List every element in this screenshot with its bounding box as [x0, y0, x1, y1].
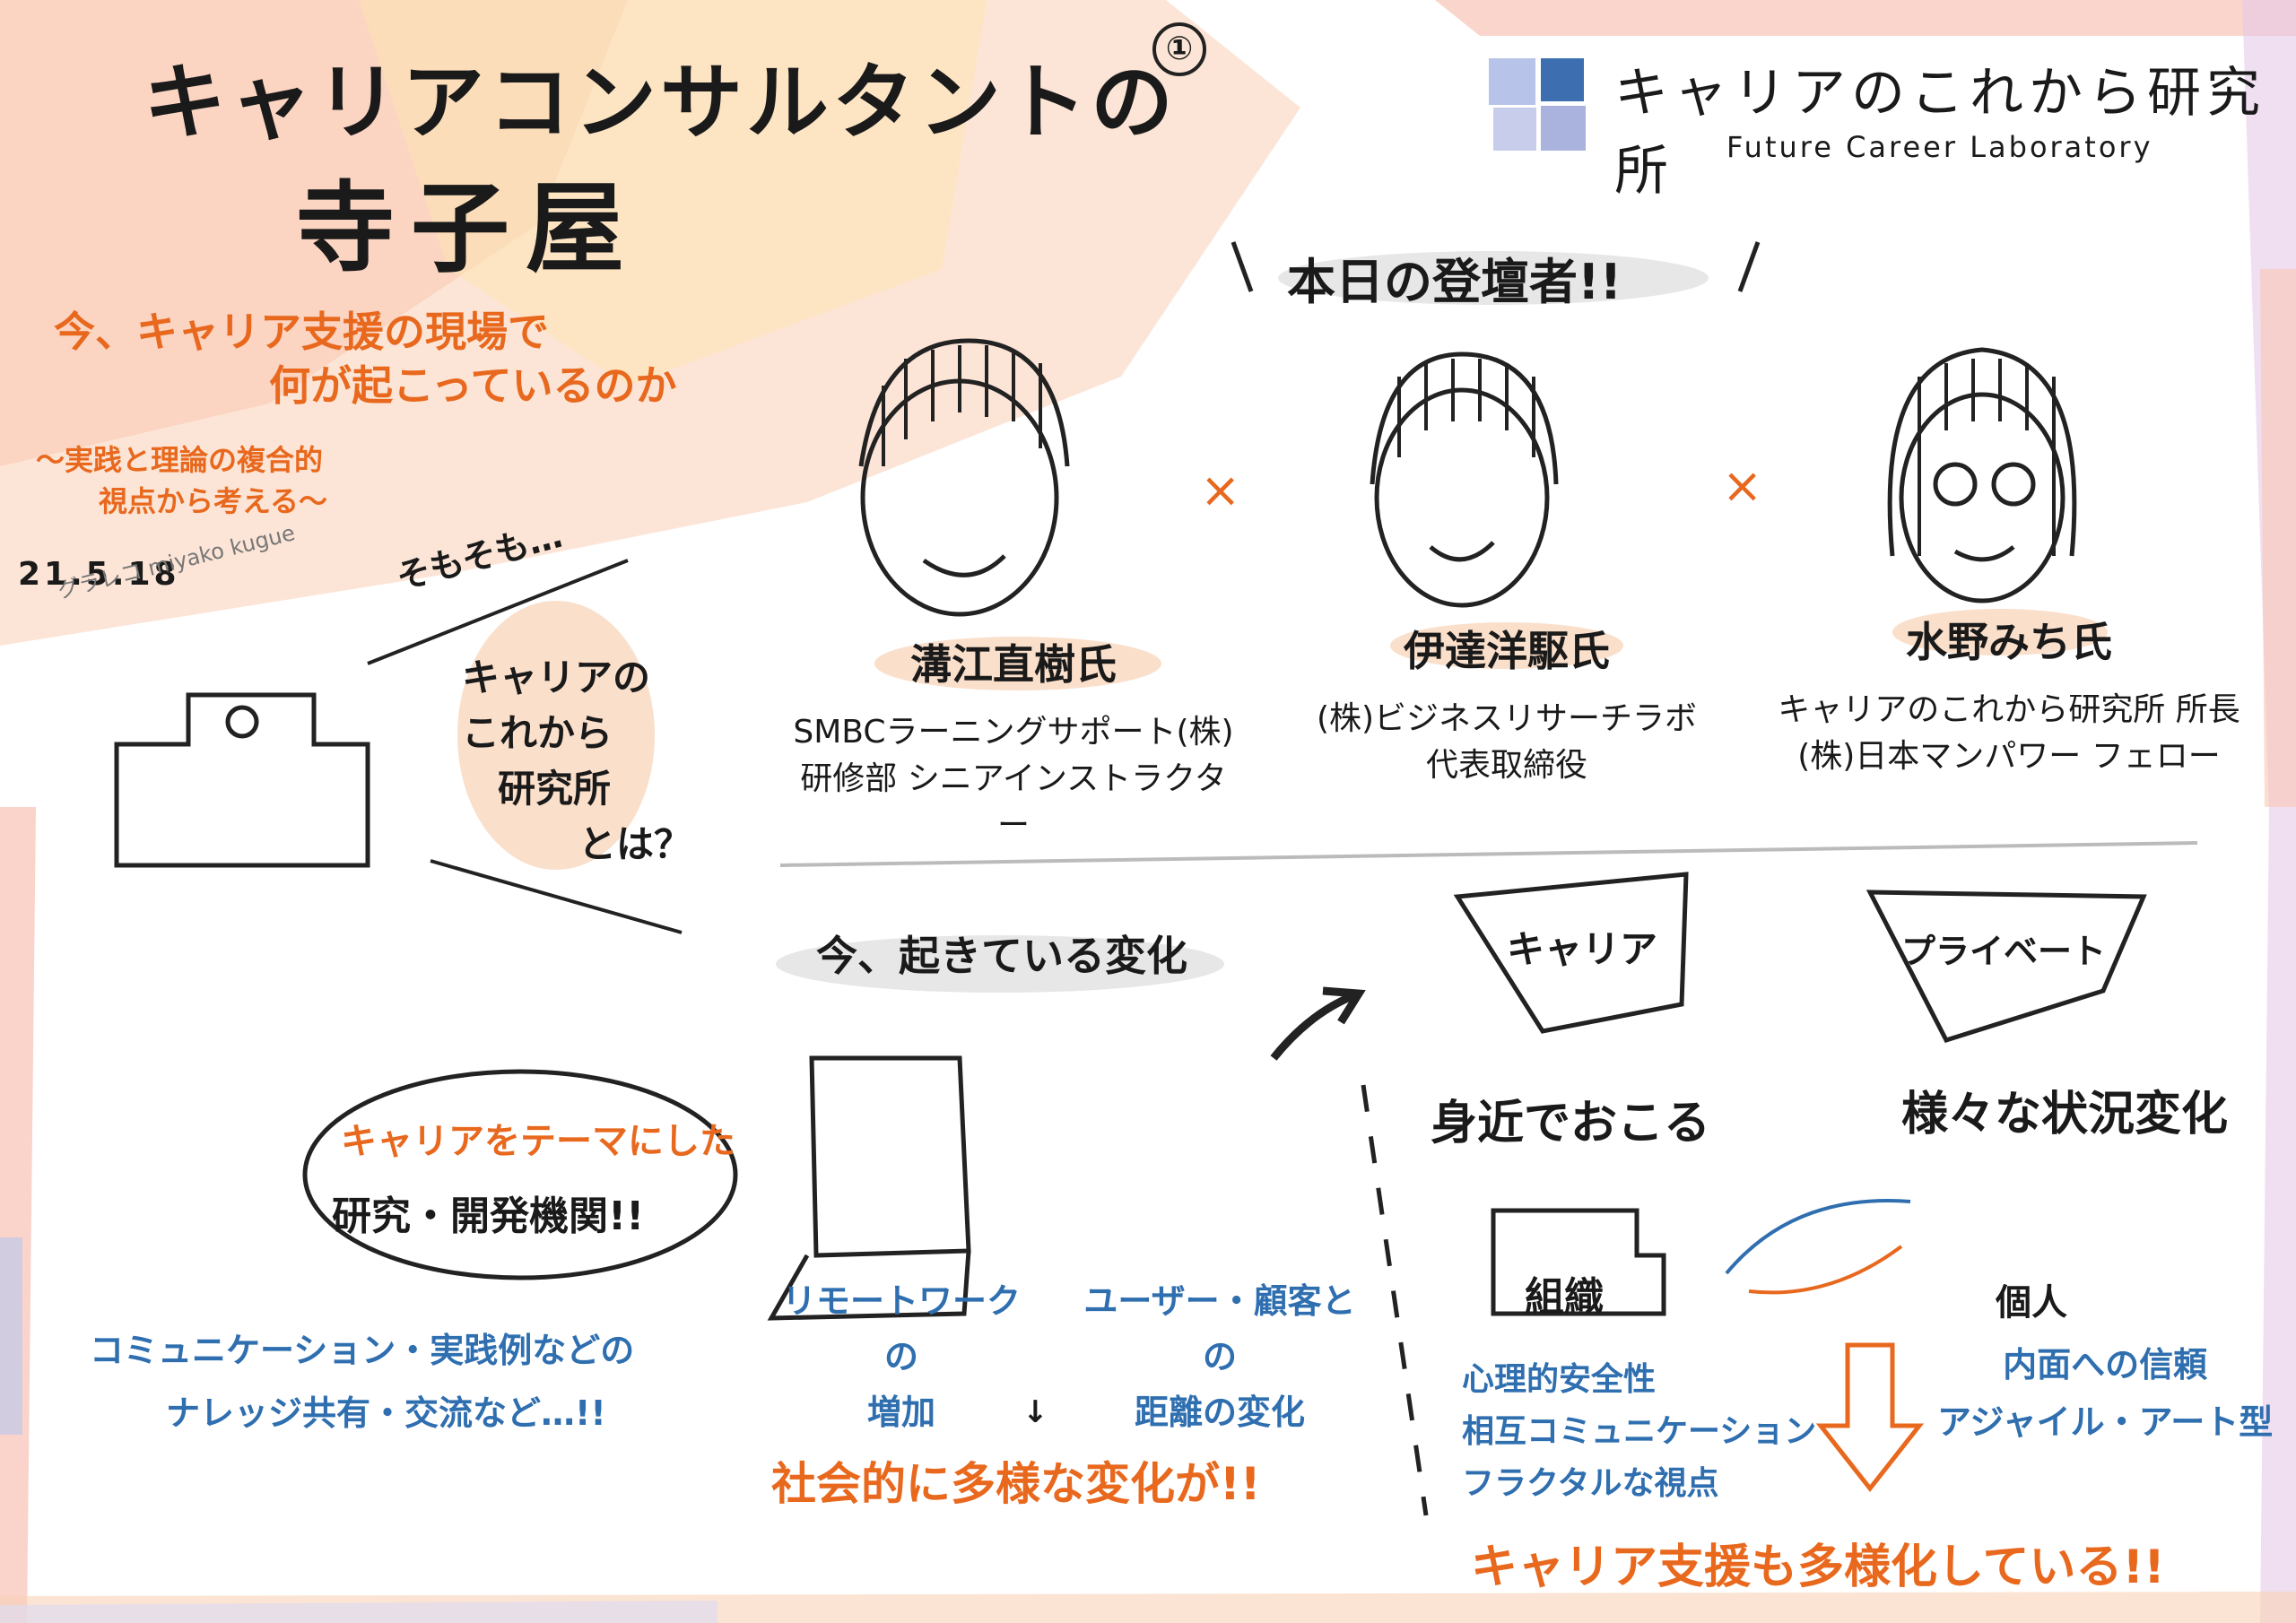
logo-name: キャリアのこれから研究所	[1614, 62, 2266, 203]
subtitle-line3: ～実践と理論の複合的	[36, 443, 324, 477]
indiv-point: アジャイル・アート型	[1937, 1402, 2274, 1442]
speaker-name: 伊達洋駆氏	[1404, 627, 1610, 675]
page-title: キャリアコンサルタントの	[144, 55, 1178, 151]
org-point: フラクタルな視点	[1462, 1465, 1719, 1502]
individual-points: 内面への信頼 アジャイル・アート型	[1937, 1336, 2273, 1451]
subtitle: 今、キャリア支援の現場で 何が起こっているのか	[54, 305, 676, 412]
intro-bubble-line: とは？	[578, 822, 692, 866]
down-arrow-icon: ↓	[1022, 1394, 1048, 1430]
subtitle-line1: 今、キャリア支援の現場で	[54, 308, 549, 356]
intro-activity-line1: コミュニケーション・実践例などの	[90, 1331, 635, 1370]
remote-work-label: リモートワークの 増加	[771, 1273, 1031, 1440]
speaker-org: (株)ビジネスリサーチラボ	[1316, 700, 1698, 737]
speaker-card-3: 水野みち氏 キャリアのこれから研究所 所長 (株)日本マンパワー フェロー	[1758, 610, 2260, 780]
remote-line1: リモートワークの	[781, 1281, 1021, 1376]
intro-answer-line2: 研究・開発機関!!	[332, 1193, 645, 1239]
speaker-name: 溝江直樹氏	[910, 640, 1117, 689]
career-tag: キャリア	[1507, 927, 1658, 971]
date: 21.5.18	[18, 556, 180, 593]
remote-line2: 増加	[866, 1393, 935, 1432]
speaker-org: SMBCラーニングサポート(株)	[793, 714, 1234, 751]
speaker-org: キャリアのこれから研究所 所長	[1778, 691, 2240, 728]
changes-result: 社会的に多様な変化が!!	[771, 1458, 1261, 1510]
page-number: ①	[1152, 22, 1206, 76]
speaker-role: 代表取締役	[1425, 747, 1587, 784]
intro-activity-line2: ナレッジ共有・交流など…!!	[166, 1393, 606, 1433]
speaker-role: 研修部 シニアインストラクター	[800, 760, 1227, 844]
org-label: 組織	[1525, 1274, 1604, 1320]
times-mark-1: ×	[1200, 462, 1241, 518]
individual-label: 個人	[1996, 1282, 2067, 1324]
subtitle-note: ～実践と理論の複合的 視点から考える～	[36, 439, 327, 522]
subtitle-line2: 何が起こっているのか	[269, 361, 677, 410]
org-point: 相互コミュニケーション	[1462, 1413, 1817, 1450]
speakers-header: 本日の登壇者!!	[1287, 254, 1622, 310]
speaker-role: (株)日本マンパワー フェロー	[1797, 738, 2221, 775]
logo-english: Future Career Laboratory	[1726, 130, 2153, 164]
distance-label: ユーザー・顧客との 距離の変化	[1067, 1273, 1372, 1440]
various-label: 様々な状況変化	[1901, 1088, 2229, 1141]
conclusion: キャリア支援も多様化している!!	[1471, 1541, 2165, 1594]
subtitle-line4: 視点から考える～	[99, 484, 328, 518]
org-points: 心理的安全性 相互コミュニケーション フラクタルな視点	[1462, 1354, 1816, 1510]
distance-line2: 距離の変化	[1134, 1393, 1305, 1432]
intro-bubble: キャリアの これから 研究所 とは？	[462, 650, 691, 872]
intro-answer-line1: キャリアをテーマにした	[341, 1121, 735, 1162]
indiv-point: 内面への信頼	[2003, 1345, 2208, 1384]
speaker-name: 水野みち氏	[1906, 618, 2112, 666]
private-tag: プライベート	[1901, 932, 2107, 971]
intro-bubble-line: これから	[462, 711, 613, 755]
distance-line1: ユーザー・顧客との	[1083, 1281, 1356, 1376]
speaker-card-2: 伊達洋駆氏 (株)ビジネスリサーチラボ 代表取締役	[1292, 619, 1722, 789]
times-mark-2: ×	[1722, 457, 1763, 514]
page-title-sub: 寺子屋	[296, 171, 640, 286]
nearby-label: 身近でおこる	[1431, 1097, 1711, 1150]
org-point: 心理的安全性	[1462, 1361, 1657, 1398]
intro-bubble-line: キャリアの	[462, 655, 651, 699]
intro-bubble-line: 研究所	[498, 767, 612, 811]
speaker-card-1: 溝江直樹氏 SMBCラーニングサポート(株) 研修部 シニアインストラクター	[789, 632, 1238, 849]
changes-header: 今、起きている変化	[816, 932, 1187, 980]
